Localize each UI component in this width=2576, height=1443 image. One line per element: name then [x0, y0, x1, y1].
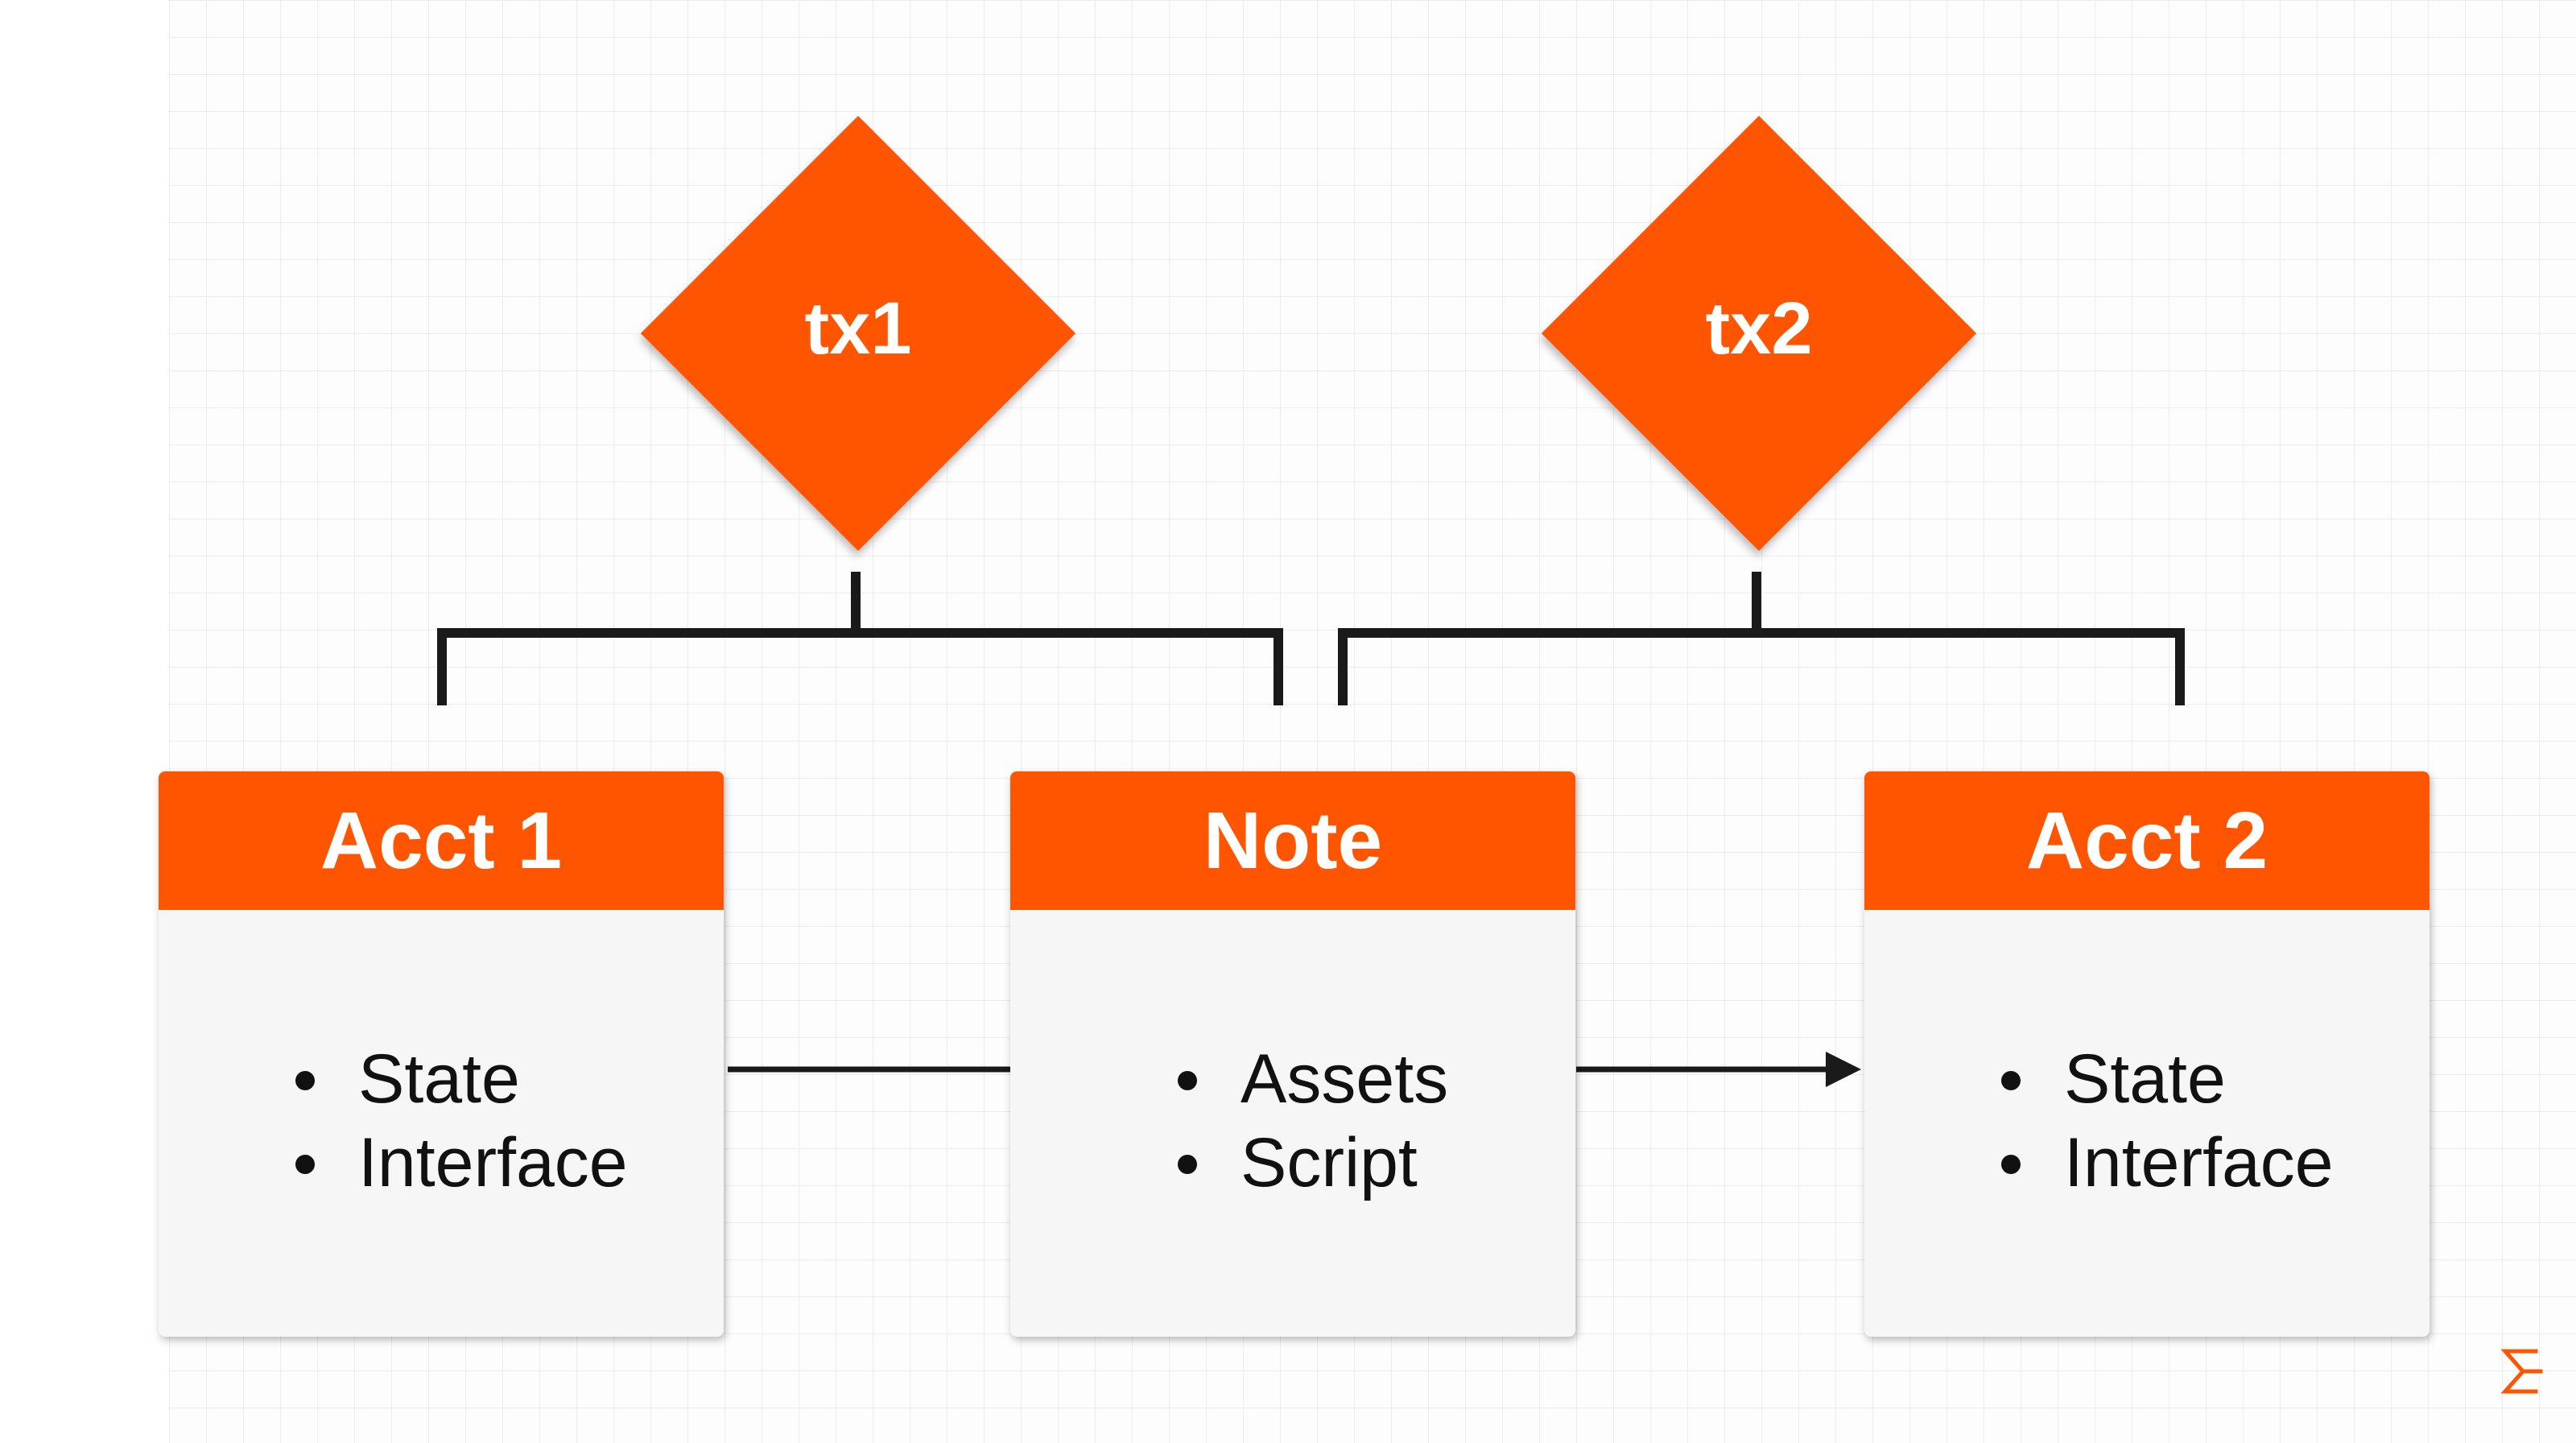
list-item: State — [1864, 1037, 2429, 1121]
list-item: Interface — [1864, 1121, 2429, 1205]
tx2-label: tx2 — [1705, 287, 1813, 370]
tx1-label: tx1 — [804, 287, 912, 370]
bullet-icon — [295, 1155, 315, 1174]
bullet-icon — [2001, 1155, 2021, 1174]
acct1-title: Acct 1 — [159, 771, 724, 910]
bullet-icon — [1178, 1155, 1197, 1174]
note-card: Note Assets Script — [1010, 771, 1575, 1337]
list-item: State — [159, 1037, 724, 1121]
list-item: Interface — [159, 1121, 724, 1205]
list-item: Script — [1010, 1121, 1575, 1205]
arrow-right-icon — [1826, 1052, 1861, 1087]
bullet-icon — [295, 1071, 315, 1090]
tx1-bracket — [437, 572, 1283, 705]
acct1-list: State Interface — [159, 1037, 724, 1205]
tx2-bracket — [1338, 572, 2185, 705]
acct2-list: State Interface — [1864, 1037, 2429, 1205]
list-item: Assets — [1010, 1037, 1575, 1121]
acct2-title: Acct 2 — [1864, 771, 2429, 910]
bullet-icon — [1178, 1071, 1197, 1090]
acct1-card: Acct 1 State Interface — [159, 771, 724, 1337]
bullet-icon — [2001, 1071, 2021, 1090]
acct2-card: Acct 2 State Interface — [1864, 771, 2429, 1337]
sigma-brand-icon — [2500, 1349, 2543, 1394]
note-title: Note — [1010, 771, 1575, 910]
note-list: Assets Script — [1010, 1037, 1575, 1205]
